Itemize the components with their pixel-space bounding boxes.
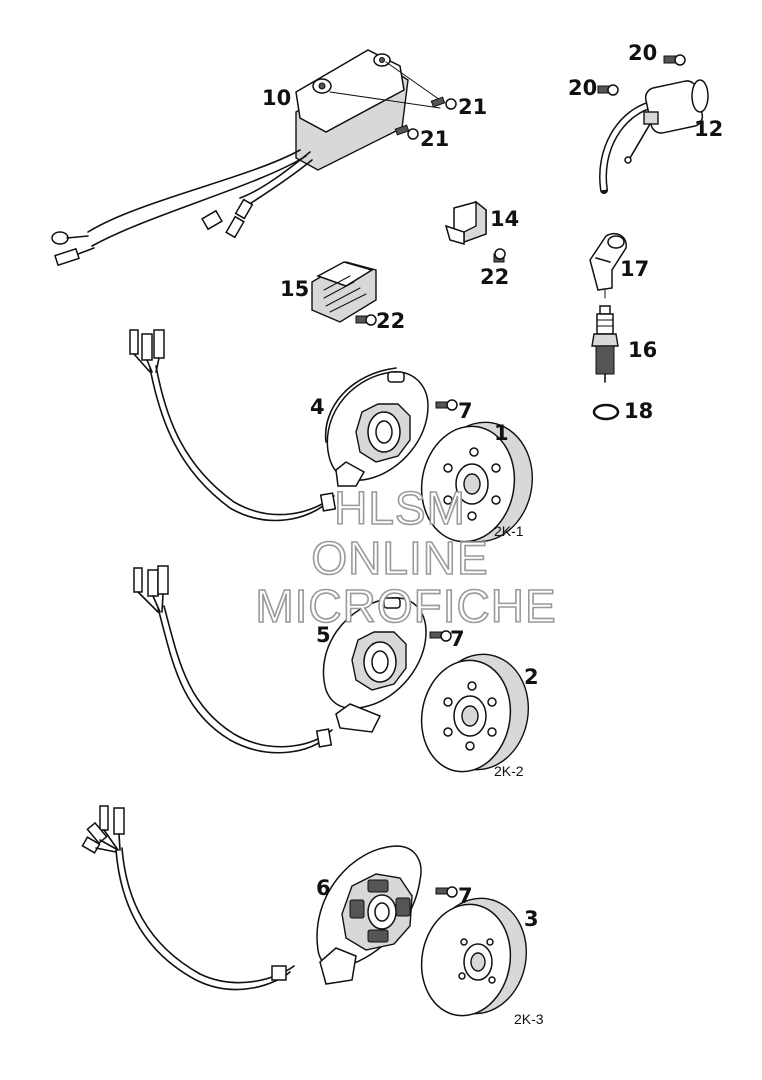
callout-4: 4: [310, 395, 325, 419]
connector-2k1: [129, 329, 165, 373]
stator-6: [316, 845, 422, 985]
callout-14: 14: [490, 207, 519, 231]
callout-18: 18: [624, 399, 653, 423]
watermark-line-3: MICROFICHE: [255, 580, 556, 632]
watermark-line-2: ONLINE: [311, 532, 488, 584]
variant-label-2k2: 2K-2: [494, 763, 524, 779]
callout-10: 10: [262, 86, 291, 110]
harness-2k3: [115, 849, 291, 991]
callout-7-2k3: 7: [458, 884, 473, 908]
callout-12: 12: [694, 117, 723, 141]
callout-22-left: 22: [376, 309, 405, 333]
callout-22-right: 22: [480, 265, 509, 289]
relay-14: [444, 200, 487, 245]
rotor-3: [420, 897, 528, 1017]
connector-2k3: [81, 805, 125, 854]
grommet-2k2: [315, 728, 333, 748]
callout-15: 15: [280, 277, 309, 301]
ignition-coil: [599, 79, 709, 194]
connector-2k2: [133, 565, 169, 613]
stator-4: [324, 367, 429, 487]
screw-22-right: [493, 248, 506, 263]
screw-21-upper: [430, 96, 457, 110]
callout-5: 5: [316, 623, 331, 647]
stator-5: [322, 597, 427, 733]
spark-plug-cap: [589, 232, 627, 299]
screw-7-2k1: [435, 399, 458, 411]
callout-20-upper: 20: [628, 41, 657, 65]
regulator-15: [311, 261, 377, 323]
watermark: HLSM ONLINE MICROFICHE: [255, 481, 557, 633]
spark-plug: [591, 305, 619, 383]
callout-17: 17: [620, 257, 649, 281]
screw-20-upper: [663, 54, 686, 66]
watermark-line-1: HLSM: [334, 482, 466, 534]
screw-22-left: [355, 314, 377, 326]
rotor-2: [420, 653, 530, 773]
callout-16: 16: [628, 338, 657, 362]
callout-21-upper: 21: [458, 95, 487, 119]
callout-21-lower: 21: [420, 127, 449, 151]
callout-7-2k2: 7: [450, 627, 465, 651]
callout-2: 2: [524, 665, 539, 689]
o-ring: [592, 403, 620, 421]
cdi-unit: [51, 49, 441, 267]
callout-7-2k1: 7: [458, 399, 473, 423]
harness-2k1: [149, 367, 331, 522]
harness-2k2: [157, 607, 329, 754]
callout-20-lower: 20: [568, 76, 597, 100]
rotor-1: [420, 421, 534, 543]
screw-7-2k3: [435, 886, 458, 898]
grommet-2k3: [271, 965, 287, 981]
grommet-2k1: [319, 492, 337, 512]
variant-label-2k3: 2K-3: [514, 1011, 544, 1027]
variant-label-2k1: 2K-1: [494, 523, 524, 539]
callout-1: 1: [494, 421, 509, 445]
screw-21-lower: [394, 124, 419, 140]
callout-3: 3: [524, 907, 539, 931]
screw-20-lower: [597, 84, 619, 96]
screw-7-2k2: [429, 630, 452, 642]
callout-6: 6: [316, 876, 331, 900]
